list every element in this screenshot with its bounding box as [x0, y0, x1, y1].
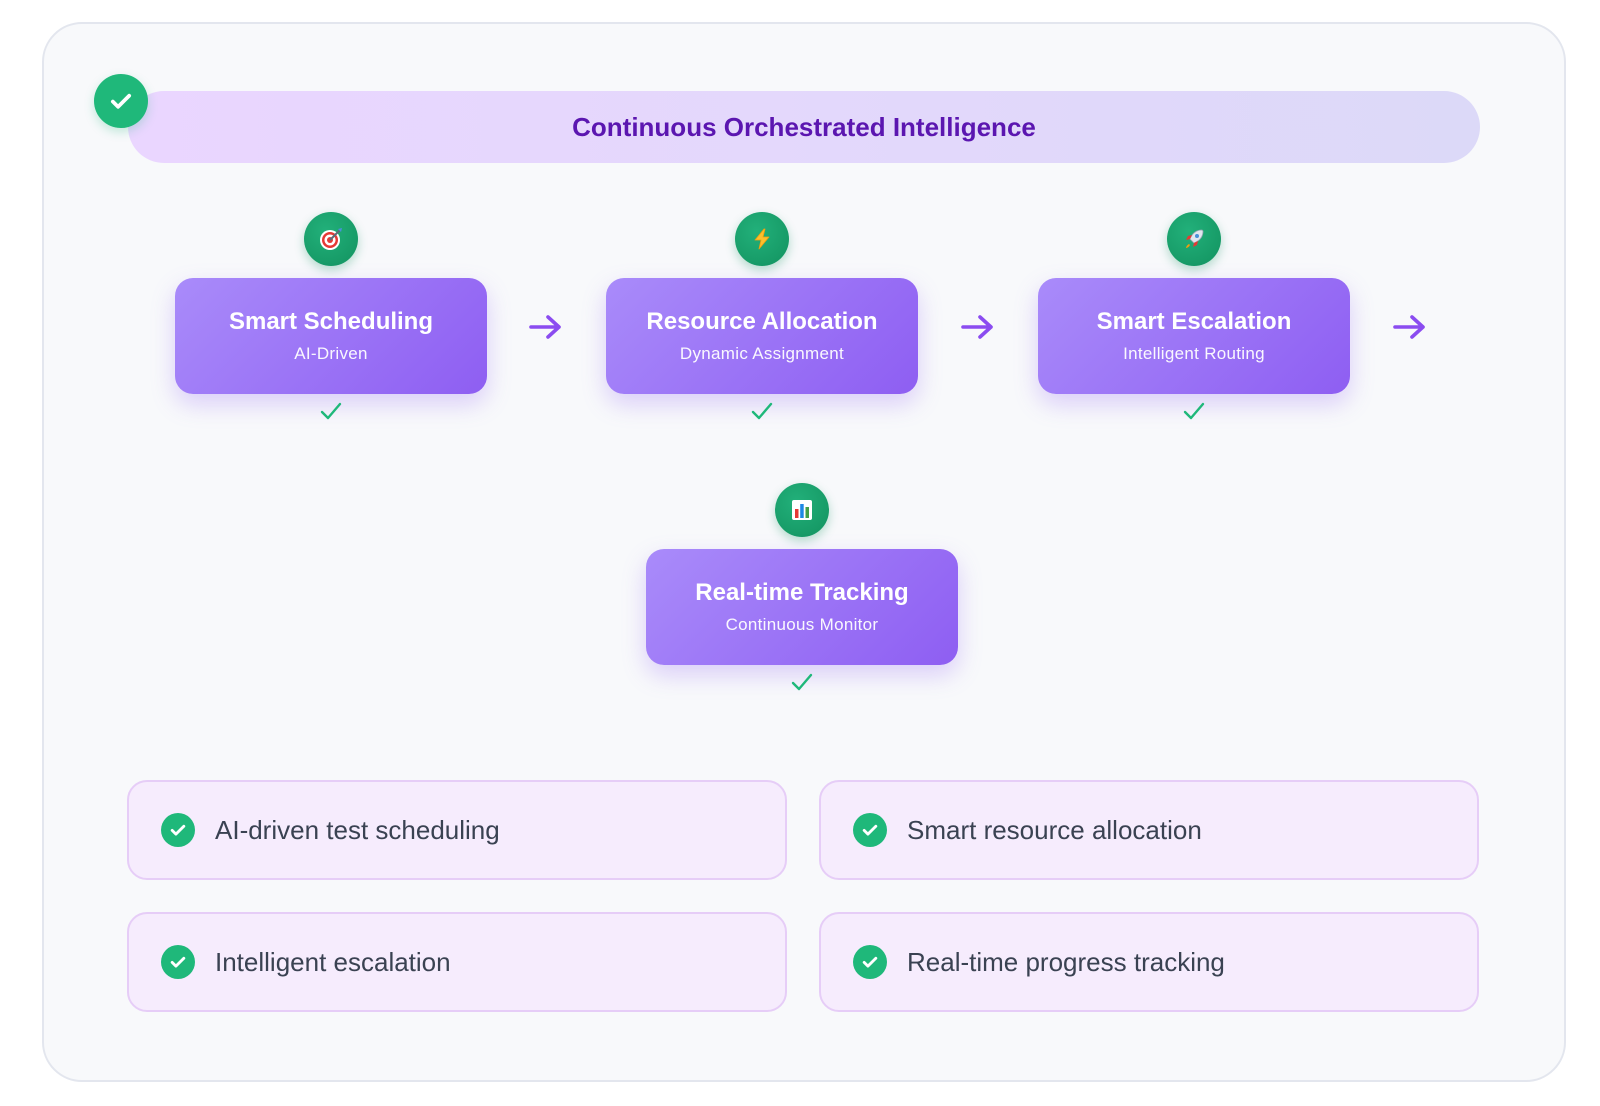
check-icon	[1183, 402, 1205, 420]
feature-card: Smart resource allocation	[819, 780, 1479, 880]
lightning-icon	[735, 212, 789, 266]
node-resource-allocation[interactable]: Resource Allocation Dynamic Assignment	[606, 278, 918, 394]
check-circle-icon	[161, 813, 195, 847]
banner-title: Continuous Orchestrated Intelligence	[572, 111, 1036, 142]
node-smart-scheduling[interactable]: Smart Scheduling AI-Driven	[175, 278, 487, 394]
node-subtitle: Continuous Monitor	[725, 615, 879, 634]
feature-label: Intelligent escalation	[215, 946, 451, 977]
arrow-right-icon	[961, 315, 993, 339]
node-title: Smart Scheduling	[228, 308, 434, 335]
banner-check-icon	[94, 74, 148, 128]
feature-label: Real-time progress tracking	[907, 946, 1225, 977]
feature-label: AI-driven test scheduling	[215, 814, 500, 845]
bar-chart-icon	[775, 483, 829, 537]
node-subtitle: AI-Driven	[294, 344, 368, 363]
arrow-right-icon	[529, 315, 561, 339]
check-circle-icon	[853, 945, 887, 979]
check-icon	[791, 673, 813, 691]
check-icon	[751, 402, 773, 420]
feature-card: Real-time progress tracking	[819, 912, 1479, 1012]
feature-label: Smart resource allocation	[907, 814, 1202, 845]
node-title: Resource Allocation	[646, 308, 878, 335]
feature-card: AI-driven test scheduling	[127, 780, 787, 880]
check-circle-icon	[853, 813, 887, 847]
node-real-time-tracking[interactable]: Real-time Tracking Continuous Monitor	[646, 549, 958, 665]
node-smart-escalation[interactable]: Smart Escalation Intelligent Routing	[1038, 278, 1350, 394]
node-title: Real-time Tracking	[695, 579, 909, 606]
check-circle-icon	[161, 945, 195, 979]
check-icon	[320, 402, 342, 420]
arrow-right-icon	[1393, 315, 1425, 339]
rocket-icon	[1167, 212, 1221, 266]
node-subtitle: Dynamic Assignment	[679, 344, 845, 363]
node-subtitle: Intelligent Routing	[1123, 344, 1265, 363]
banner: Continuous Orchestrated Intelligence	[128, 91, 1480, 163]
target-icon	[304, 212, 358, 266]
node-title: Smart Escalation	[1096, 308, 1292, 335]
feature-card: Intelligent escalation	[127, 912, 787, 1012]
